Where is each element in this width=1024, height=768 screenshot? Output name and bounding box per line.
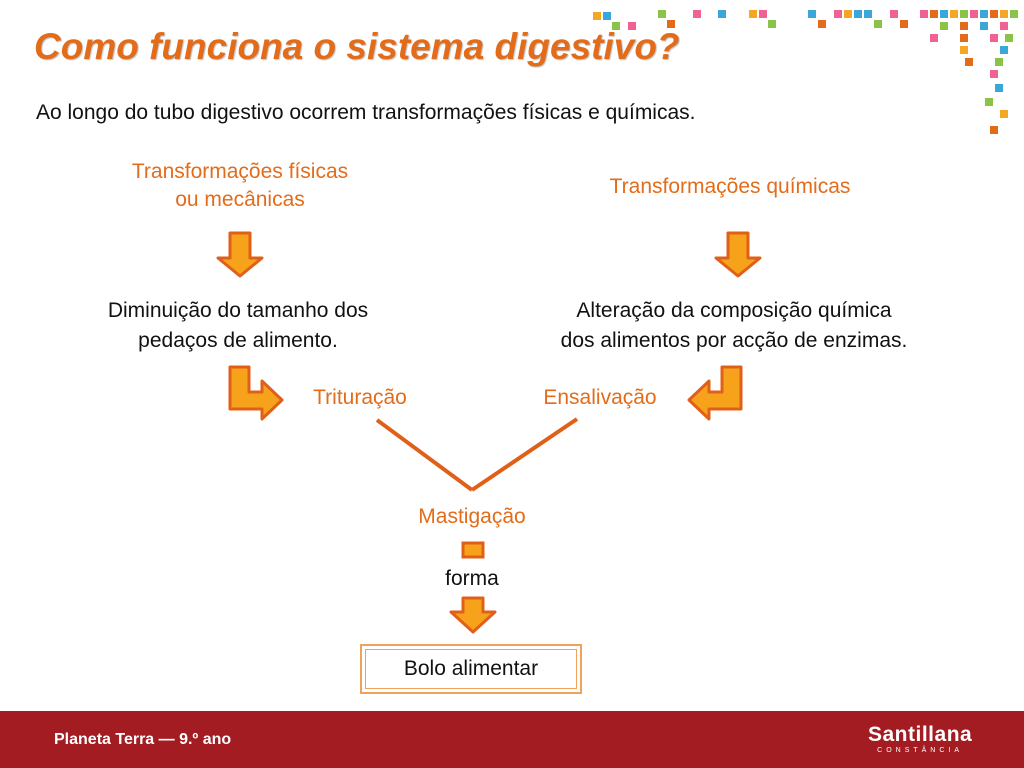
connector-stub-icon (461, 541, 485, 559)
slide-subtitle: Ao longo do tubo digestivo ocorrem trans… (36, 101, 696, 124)
logo-wordmark: Santillana (868, 723, 973, 746)
physical-heading-line-1: Transformações físicas (131, 160, 349, 183)
footer-text: Planeta Terra — 9.º ano (54, 731, 232, 748)
physical-description-line-2: pedaços de alimento. (138, 329, 338, 352)
chemical-description: Alteração da composição química dos alim… (508, 296, 960, 356)
chemical-transformations-heading: Transformações químicas (609, 175, 851, 198)
insalivation-label: Ensalivação (543, 386, 657, 409)
physical-description-line-1: Diminuição do tamanho dos (107, 299, 369, 322)
physical-description: Diminuição do tamanho dos pedaços de ali… (60, 296, 416, 356)
down-arrow-icon-left (216, 231, 264, 278)
merge-line-right (470, 417, 579, 492)
food-bolus-box: Bolo alimentar (360, 644, 582, 694)
bent-arrow-icon-left (228, 365, 284, 421)
santillana-logo: Santillana CONSTÂNCIA (868, 724, 972, 755)
footer-bar (0, 711, 1024, 768)
chemical-description-line-1: Alteração da composição química (576, 299, 892, 322)
slide-title: Como funciona o sistema digestivo? (34, 26, 680, 67)
food-bolus-label: Bolo alimentar (365, 649, 577, 689)
chemical-description-line-2: dos alimentos por acção de enzimas. (560, 329, 908, 352)
down-arrow-icon-right (714, 231, 762, 278)
trituration-label: Trituração (313, 386, 407, 409)
mastication-label: Mastigação (418, 505, 526, 528)
physical-heading-line-2: ou mecânicas (175, 188, 305, 211)
forms-connector-label: forma (445, 567, 499, 590)
down-arrow-icon-bottom (449, 596, 497, 634)
bent-arrow-icon-right (687, 365, 743, 421)
decorative-mosaic (593, 10, 1018, 134)
physical-transformations-heading: Transformações físicas ou mecânicas (90, 158, 390, 214)
merge-line-left (375, 418, 474, 492)
logo-subtitle: CONSTÂNCIA (877, 747, 964, 754)
